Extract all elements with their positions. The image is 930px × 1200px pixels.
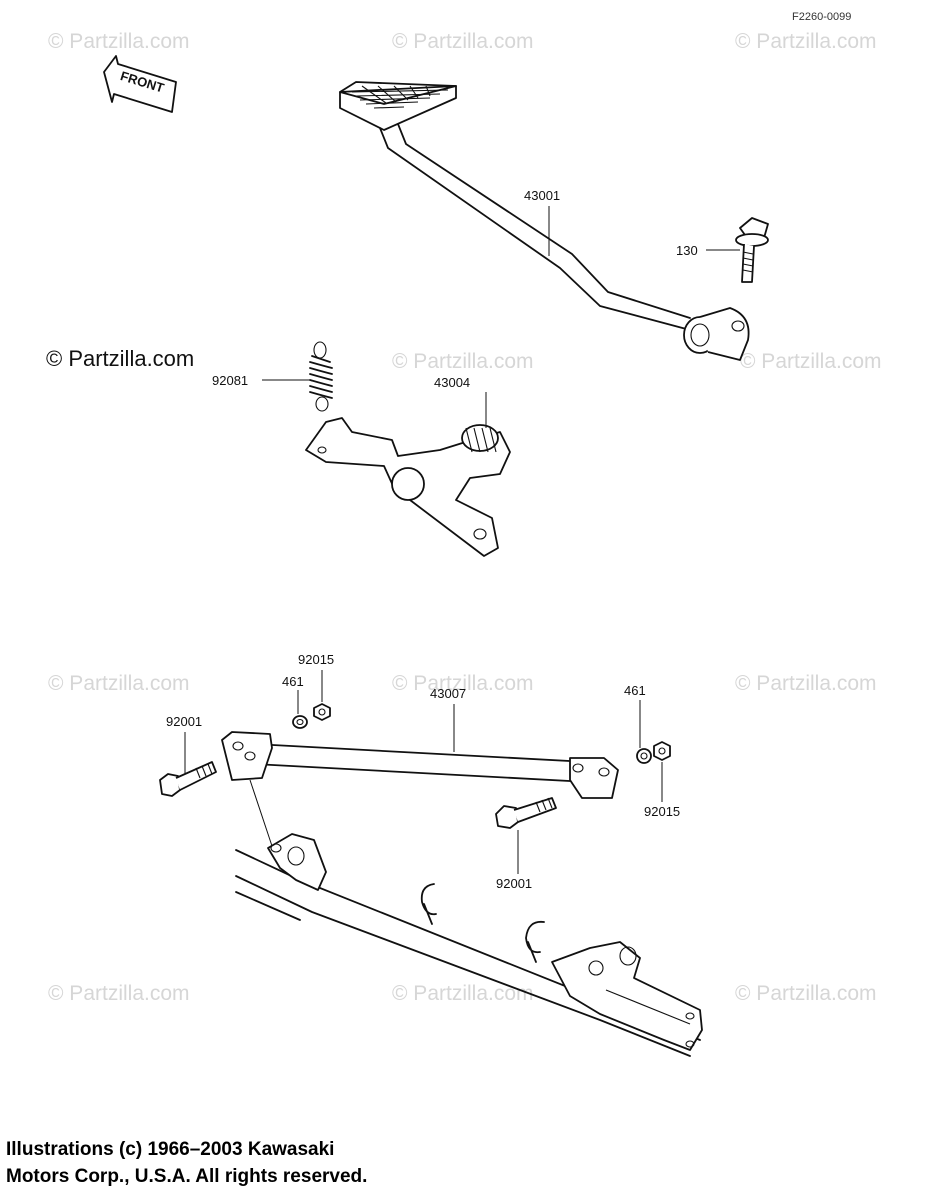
reference-code: F2260-0099 [792, 11, 851, 23]
part-label-shaft: 43004 [434, 375, 470, 390]
copyright-line-1: Illustrations (c) 1966–2003 Kawasaki [6, 1139, 335, 1160]
part-label-pedal: 43001 [524, 188, 560, 203]
watermark: © Partzilla.com [48, 30, 190, 53]
part-label-bolt-center: 92001 [496, 876, 532, 891]
part-label-nut-right: 92015 [644, 804, 680, 819]
brake-pedal [339, 81, 750, 361]
watermark: © Partzilla.com [392, 982, 534, 1005]
part-label-spring: 92081 [212, 373, 248, 388]
watermark: © Partzilla.com [735, 982, 877, 1005]
nut-right [653, 741, 671, 761]
watermark: © Partzilla.com [48, 982, 190, 1005]
copyright-line-2: Motors Corp., U.S.A. All rights reserved… [6, 1166, 368, 1187]
watermark: © Partzilla.com [735, 672, 877, 695]
part-label-nut-left: 92015 [298, 652, 334, 667]
spring [309, 341, 333, 412]
washer-left [292, 715, 308, 729]
swing-arm [235, 779, 703, 1057]
watermark: © Partzilla.com [392, 350, 534, 373]
watermark: © Partzilla.com [392, 672, 534, 695]
copyright-notice: Illustrations (c) 1966–2003 Kawasaki Mot… [6, 1136, 606, 1190]
part-label-bolt-left: 92001 [166, 714, 202, 729]
bolt-center [495, 797, 557, 829]
bolt-130 [735, 217, 769, 283]
watermark-prominent: © Partzilla.com [46, 346, 194, 371]
watermark: © Partzilla.com [392, 30, 534, 53]
washer-right [636, 748, 652, 764]
part-label-washer-left: 461 [282, 674, 304, 689]
part-label-washer-right: 461 [624, 683, 646, 698]
watermark: © Partzilla.com [735, 30, 877, 53]
watermark: © Partzilla.com [740, 350, 882, 373]
part-label-rod: 43007 [430, 686, 466, 701]
part-label-bolt-130: 130 [676, 243, 698, 258]
brake-rod [221, 731, 619, 799]
front-arrow-icon: FRONT [103, 55, 177, 113]
bolt-left [159, 761, 217, 797]
watermark: © Partzilla.com [48, 672, 190, 695]
brake-shaft [305, 417, 511, 557]
nut-left [313, 703, 331, 721]
